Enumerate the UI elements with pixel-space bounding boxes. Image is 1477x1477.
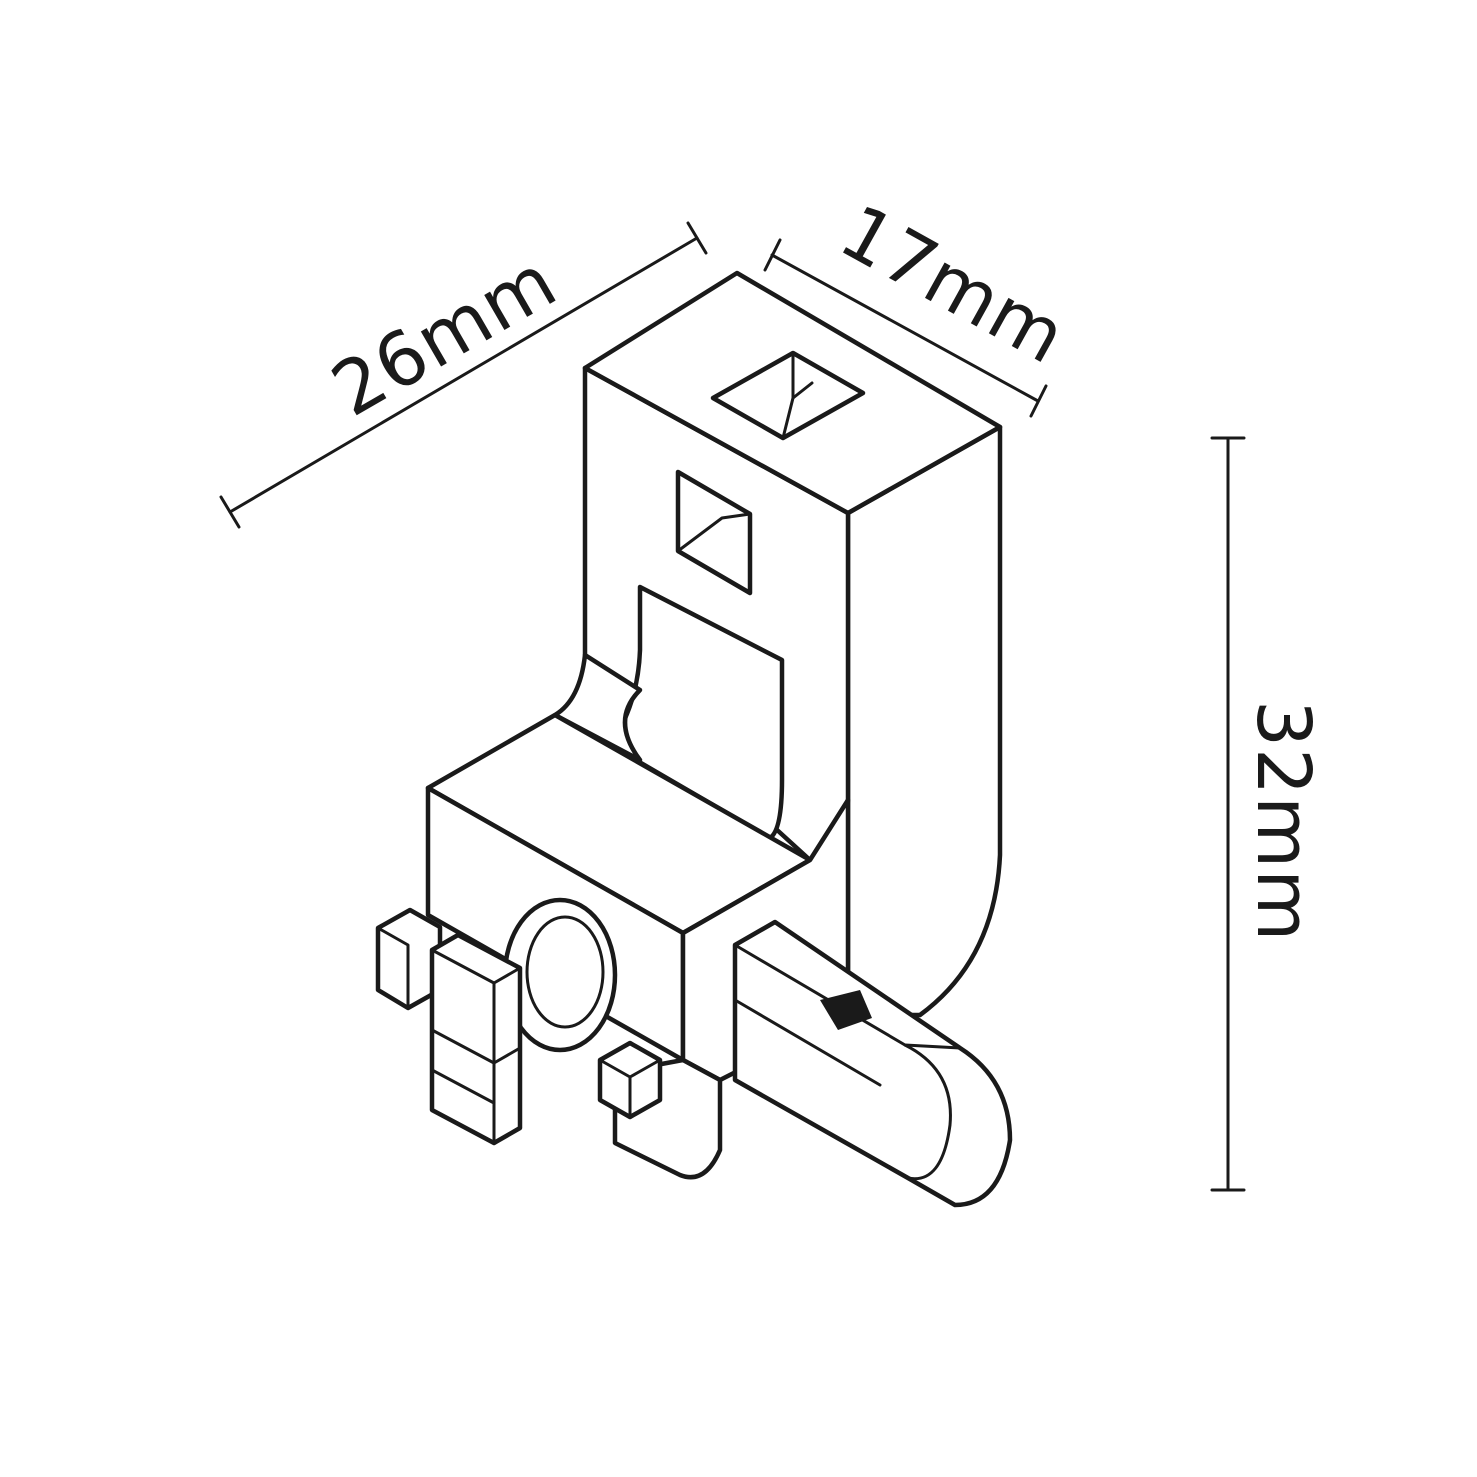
top-square-hole [710, 350, 866, 441]
dimension-label-32mm: 32mm [1240, 700, 1326, 942]
lever-marking [820, 990, 872, 1030]
dimension-tick-26mm-left [219, 495, 241, 529]
dimension-line-26mm [228, 236, 699, 514]
block-right-face [845, 424, 1003, 1018]
vertical-clip [429, 932, 523, 1146]
bracket-part [375, 270, 1013, 1208]
dimension-32mm: 32mm [1210, 436, 1326, 1192]
dimension-tick-17mm-right [1029, 384, 1048, 418]
dimension-line-17mm [770, 253, 1040, 403]
pivot-ring [502, 897, 618, 1053]
left-lug-edge [376, 926, 410, 1010]
lever-tongue [732, 919, 1013, 1208]
front-square-hole [675, 469, 753, 596]
dimension-tick-17mm-left [763, 238, 782, 272]
curved-shoulder [552, 652, 643, 763]
dimension-tick-26mm-right [686, 221, 708, 255]
right-lug-edge [598, 1058, 662, 1119]
